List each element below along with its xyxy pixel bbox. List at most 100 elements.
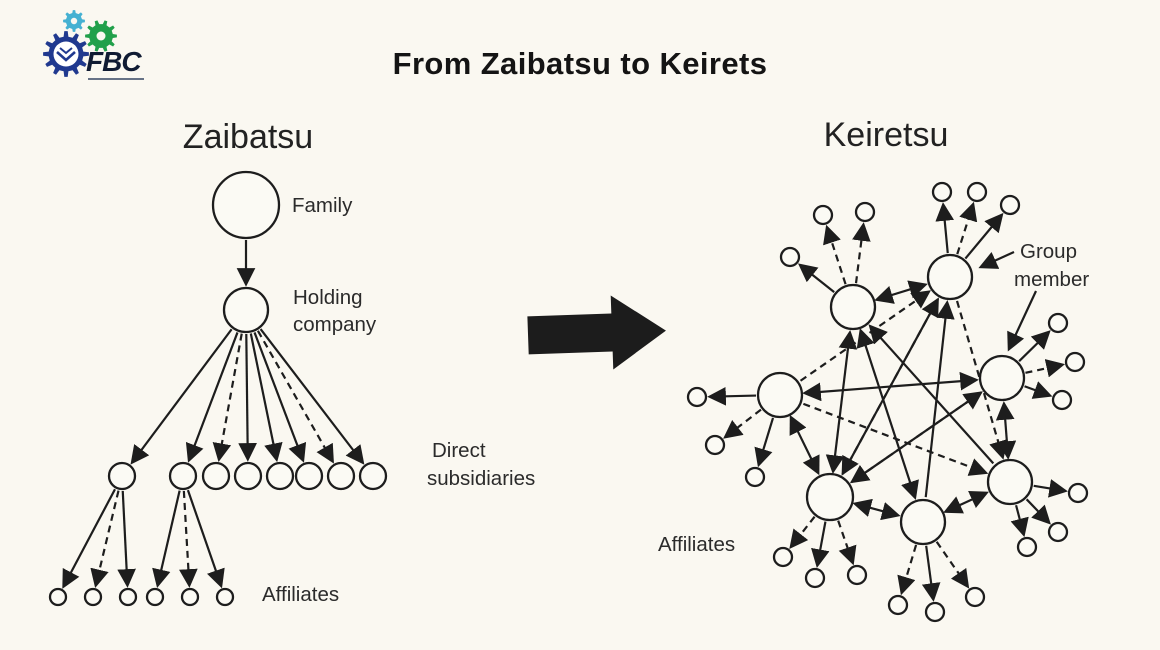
affiliate-edge [117, 490, 136, 588]
subsidiary-node [201, 461, 231, 491]
subsidiary-edge [256, 330, 334, 464]
label-pointer-arrow [1007, 290, 1037, 352]
affiliate-edge [921, 545, 941, 602]
subsidiary-node [294, 461, 324, 491]
keiretsu-group-member-label: member [1014, 268, 1089, 291]
affiliate-edge [152, 490, 181, 589]
affiliate-edge [179, 490, 198, 588]
zaibatsu-diagram: ZaibatsuFamilyHoldingcompanyDirectsubsid… [48, 118, 535, 607]
subsidiary-node [168, 461, 198, 491]
affiliate-edge [837, 520, 857, 566]
affiliate-node [812, 204, 834, 226]
affiliate-edge [964, 212, 1004, 260]
affiliate-node [83, 587, 103, 607]
subsidiary-edge [238, 333, 257, 462]
affiliate-edge [754, 417, 775, 468]
affiliate-node [1047, 312, 1069, 334]
zaibatsu-holding-company-label: Holding [293, 286, 363, 309]
zaibatsu-title: Zaibatsu [183, 118, 313, 156]
holding-company-node [222, 286, 270, 334]
logo-tagline-strip [88, 78, 144, 80]
affiliate-node [804, 567, 826, 589]
subsidiary-edge [249, 333, 283, 463]
subsidiary-edge [253, 332, 307, 463]
member-edge [924, 300, 955, 498]
member-edge [825, 330, 858, 474]
fbc-logo-gears-icon [43, 10, 117, 77]
affiliate-edge [1033, 479, 1068, 498]
subsidiary-edge [185, 332, 239, 463]
member-edge [852, 498, 901, 521]
keiretsu-title: Keiretsu [824, 116, 949, 154]
mid-gear-icon-hole [96, 31, 106, 41]
subsidiary-node [233, 461, 263, 491]
affiliate-node [772, 546, 794, 568]
fbc-logo: FBC [42, 8, 192, 80]
affiliate-node [1051, 389, 1073, 411]
member-edge [943, 491, 989, 514]
affiliate-edge [935, 202, 955, 254]
page-title: From Zaibatsu to Keirets [392, 46, 768, 81]
subsidiary-node [107, 461, 137, 491]
member-edge [802, 402, 989, 476]
subsidiary-edge [259, 328, 365, 465]
member-node [756, 371, 804, 419]
affiliate-edge [956, 201, 978, 255]
subsidiary-node [326, 461, 356, 491]
subsidiary-node [358, 461, 388, 491]
zaibatsu-direct-subsidiaries-label: Direct [432, 439, 486, 462]
member-edge [789, 414, 820, 476]
affiliate-edge [1025, 498, 1051, 525]
affiliate-node [1047, 521, 1069, 543]
keiretsu-affiliates-label: Affiliates [658, 533, 735, 556]
subsidiary-edge [130, 328, 233, 465]
affiliate-node [180, 587, 200, 607]
member-node [926, 253, 974, 301]
affiliate-edge [811, 521, 830, 568]
logo-text: FBC [86, 46, 142, 77]
affiliate-node [779, 246, 801, 268]
zaibatsu-holding-company-label: company [293, 313, 377, 336]
affiliate-edge [1025, 359, 1066, 378]
handshake-icon [56, 51, 76, 62]
member-node [986, 458, 1034, 506]
zaibatsu-affiliates-label: Affiliates [262, 583, 339, 606]
member-node [978, 354, 1026, 402]
affiliate-edge [1018, 330, 1051, 362]
affiliate-node [854, 201, 876, 223]
affiliate-node [686, 386, 708, 408]
small-gear-icon-hole [70, 17, 78, 25]
affiliate-node [215, 587, 235, 607]
affiliate-edge [90, 490, 120, 589]
affiliate-node [118, 587, 138, 607]
zaibatsu-family-label: Family [292, 194, 353, 217]
affiliate-edge [186, 489, 225, 589]
affiliate-node [744, 466, 766, 488]
affiliate-edge [723, 408, 762, 439]
affiliate-edge [897, 544, 918, 596]
affiliate-node [1067, 482, 1089, 504]
label-pointer-arrow [978, 250, 1015, 269]
affiliate-node [931, 181, 953, 203]
affiliate-node [924, 601, 946, 623]
affiliate-node [964, 586, 986, 608]
affiliate-edge [62, 488, 116, 589]
handshake-icon [59, 47, 73, 55]
transition-arrow [527, 295, 666, 370]
right-arrow-icon [527, 295, 666, 370]
affiliate-node [704, 434, 726, 456]
affiliate-edge [935, 541, 970, 589]
affiliate-edge [797, 263, 835, 293]
affiliate-edge [852, 222, 871, 284]
subsidiary-edge [212, 333, 243, 463]
affiliate-node [999, 194, 1021, 216]
keiretsu-group-member-label: Group [1020, 240, 1077, 263]
family-node [211, 170, 281, 240]
affiliate-node [887, 594, 909, 616]
affiliate-node [966, 181, 988, 203]
affiliate-edge [789, 516, 816, 549]
member-edge [874, 280, 928, 304]
